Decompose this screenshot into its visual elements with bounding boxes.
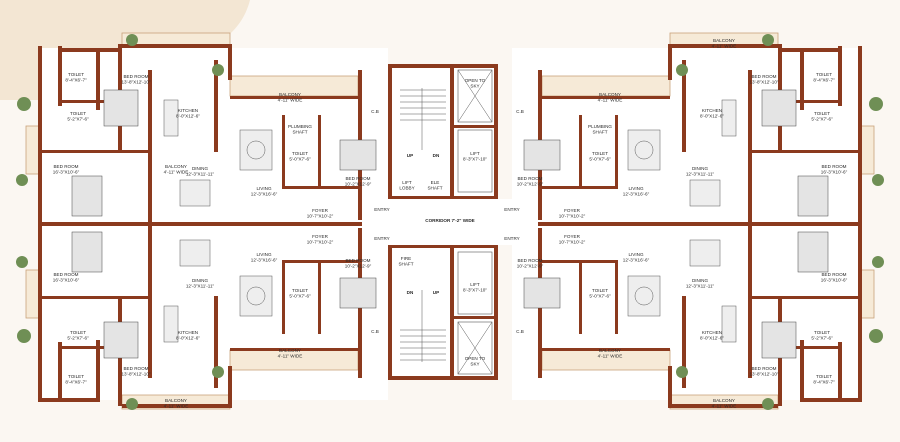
bed xyxy=(103,321,139,359)
stair-up-label: UP xyxy=(433,290,439,295)
corridor-label: CORRIDOR 7'-2" WIDE xyxy=(425,218,474,223)
entry-label: ENTRY xyxy=(504,207,520,212)
bed xyxy=(71,175,103,217)
stair-dn-label: DN xyxy=(407,290,414,295)
bed xyxy=(339,277,377,309)
open-to-sky-bottom xyxy=(457,321,493,375)
wing-left xyxy=(16,32,388,410)
stair-dn-label: DN xyxy=(433,153,440,158)
balcony-side-bottom-left xyxy=(25,269,41,319)
lift-top xyxy=(457,129,493,193)
lift-bottom xyxy=(457,251,493,315)
dining-table xyxy=(179,239,211,267)
kitchen-counter xyxy=(163,305,179,343)
cb-label: C.B xyxy=(371,329,379,334)
kitchen-counter xyxy=(163,99,179,137)
bed xyxy=(339,139,377,171)
staircase-bottom xyxy=(400,290,446,362)
dining-table xyxy=(179,179,211,207)
central-core xyxy=(362,64,538,380)
staircase-top xyxy=(400,88,446,150)
entry-label: ENTRY xyxy=(374,236,390,241)
stair-up-label: UP xyxy=(407,153,413,158)
cb-label: C.B xyxy=(516,109,524,114)
wing-right xyxy=(512,32,884,410)
balcony-side-top-left xyxy=(25,125,41,175)
cb-label: C.B xyxy=(371,109,379,114)
cb-label: C.B xyxy=(516,329,524,334)
entry-label: ENTRY xyxy=(504,236,520,241)
entry-label: ENTRY xyxy=(374,207,390,212)
bed xyxy=(103,89,139,127)
open-to-sky-top xyxy=(457,69,493,123)
bed xyxy=(71,231,103,273)
